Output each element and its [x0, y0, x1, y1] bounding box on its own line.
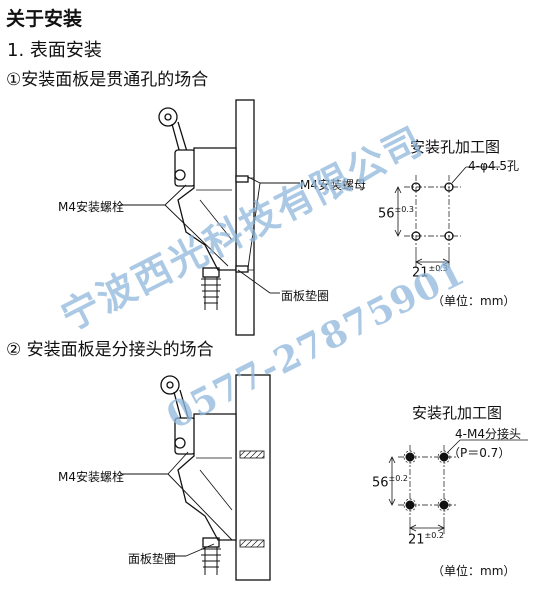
case1-heading: ①安装面板是贯通孔的场合	[6, 70, 209, 90]
fig2-dim-vertical: 56±0.2	[372, 474, 408, 491]
case2-heading: ② 安装面板是分接头的场合	[6, 340, 214, 360]
fig2-dim-horizontal: 21±0.2	[408, 531, 444, 548]
fig1-dim-vertical: 56±0.3	[378, 205, 414, 222]
fig2-unit: （单位：mm）	[432, 564, 516, 578]
fig1-hole-spec: 4-φ4.5孔	[468, 159, 519, 173]
fig2-bolt-label: M4安装螺栓	[58, 470, 124, 484]
fig2-switch-drawing	[120, 374, 271, 581]
fig1-dim-horizontal: 21±0.3	[412, 264, 448, 281]
fig2-pitch: （P＝0.7）	[448, 446, 511, 460]
fig2-washer-label: 面板垫圈	[128, 552, 177, 566]
section-heading: 1. 表面安装	[7, 40, 102, 61]
fig2-tap-spec: 4-M4分接头	[455, 427, 521, 441]
fig2-hole-title: 安装孔加工图	[412, 404, 503, 422]
fig1-unit: （单位：mm）	[432, 294, 516, 308]
fig1-bolt-label: M4安装螺栓	[58, 200, 124, 214]
fig1-switch-drawing	[120, 99, 300, 336]
page-title: 关于安装	[6, 8, 83, 30]
fig1-nut-label: M4安装螺母	[300, 178, 366, 192]
fig1-washer-label: 面板垫圈	[281, 289, 330, 303]
fig1-hole-pattern	[394, 166, 500, 268]
fig1-hole-title: 安装孔加工图	[410, 138, 501, 156]
fig2-hole-pattern	[388, 439, 528, 534]
